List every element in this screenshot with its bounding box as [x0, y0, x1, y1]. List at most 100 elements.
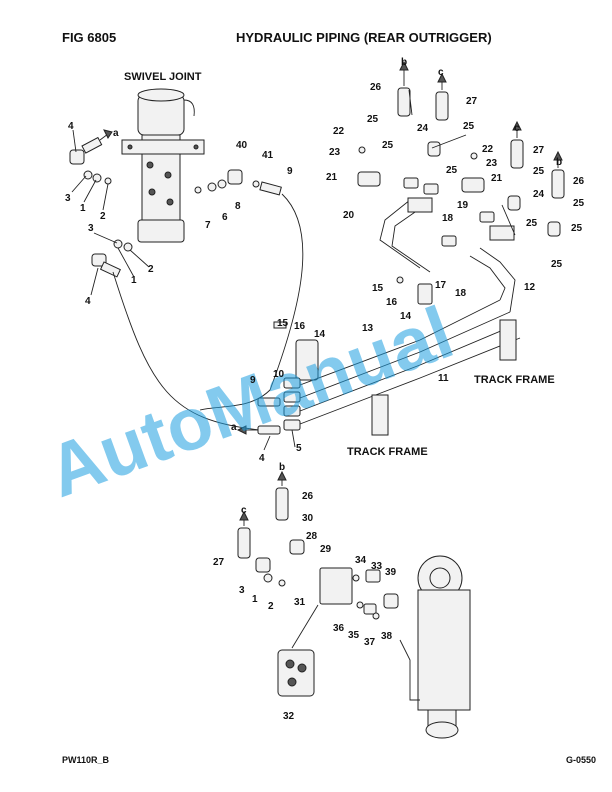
callout-9b: 9 — [250, 375, 256, 386]
callout-40: 40 — [236, 140, 248, 151]
swivel-joint — [121, 88, 205, 243]
callout-8: 8 — [235, 201, 241, 212]
callout-b-top2: b — [556, 157, 562, 168]
callout-2c: 2 — [268, 601, 274, 612]
callout-a: a — [113, 128, 119, 139]
callout-b-top1: b — [401, 57, 407, 68]
callout-25b: 25 — [463, 121, 475, 132]
callout-23b: 23 — [486, 158, 498, 169]
callout-25d: 25 — [446, 165, 458, 176]
callout-26b: 26 — [573, 176, 585, 187]
center-manifold — [257, 321, 319, 435]
callout-25e: 25 — [533, 166, 545, 177]
callout-25a: 25 — [367, 114, 379, 125]
callout-24a: 24 — [417, 123, 429, 134]
callout-36: 36 — [333, 623, 345, 634]
watermark-text: AutoManual — [37, 290, 463, 513]
callout-2b: 2 — [148, 264, 154, 275]
callout-14a: 14 — [400, 311, 412, 322]
callout-26: 26 — [370, 82, 382, 93]
callout-16a: 16 — [386, 297, 398, 308]
callout-9: 9 — [287, 166, 293, 177]
callout-39: 39 — [385, 567, 397, 578]
callout-c-top2: c — [514, 123, 520, 134]
callout-c-bottom: c — [241, 505, 247, 516]
callout-25c: 25 — [382, 140, 394, 151]
label-track-frame-1: TRACK FRAME — [474, 374, 555, 386]
swivel-fittings — [69, 136, 282, 278]
label-swivel-joint: SWIVEL JOINT — [124, 71, 202, 83]
outrigger-cylinder — [399, 555, 471, 739]
page-title: HYDRAULIC PIPING (REAR OUTRIGGER) — [236, 30, 492, 45]
rear-pipes — [299, 199, 521, 425]
callout-12: 12 — [524, 282, 536, 293]
footer-model-code: PW110R_B — [62, 755, 110, 765]
label-track-frame-2: TRACK FRAME — [347, 446, 428, 458]
callout-19: 19 — [457, 200, 469, 211]
callout-2: 2 — [100, 211, 106, 222]
hose-left-upper — [199, 193, 304, 411]
callout-13: 13 — [362, 323, 374, 334]
callout-27c: 27 — [213, 557, 225, 568]
callout-10: 10 — [273, 369, 285, 380]
callout-27: 27 — [466, 96, 478, 107]
callout-21b: 21 — [491, 173, 503, 184]
callout-22a: 22 — [333, 126, 345, 137]
leader-lines — [71, 89, 516, 451]
callout-30: 30 — [302, 513, 314, 524]
flow-arrows — [99, 60, 563, 526]
footer-page-code: G-0550 — [566, 755, 597, 765]
callout-a-mid: a — [231, 422, 237, 433]
hose-left-lower — [112, 271, 261, 431]
callout-20: 20 — [343, 210, 355, 221]
callout-15a: 15 — [372, 283, 384, 294]
callout-41: 41 — [262, 150, 274, 161]
callout-25i: 25 — [551, 259, 563, 270]
callout-29: 29 — [320, 544, 332, 555]
callout-3c: 3 — [239, 585, 245, 596]
callout-3b: 3 — [88, 223, 94, 234]
callout-25g: 25 — [526, 218, 538, 229]
callout-4c: 4 — [259, 453, 265, 464]
callout-7: 7 — [205, 220, 211, 231]
callout-b-bottom: b — [279, 462, 285, 473]
callout-23a: 23 — [329, 147, 341, 158]
callout-33: 33 — [371, 561, 383, 572]
callout-25f: 25 — [573, 198, 585, 209]
upper-right-fittings — [357, 87, 565, 305]
callout-18a: 18 — [442, 213, 454, 224]
callout-14b: 14 — [314, 329, 326, 340]
callout-25h: 25 — [571, 223, 583, 234]
callout-17: 17 — [435, 280, 447, 291]
callout-1c: 1 — [252, 594, 258, 605]
callout-6: 6 — [222, 212, 228, 223]
callout-26c: 26 — [302, 491, 314, 502]
callout-1: 1 — [80, 203, 86, 214]
callout-4: 4 — [68, 121, 74, 132]
callout-21a: 21 — [326, 172, 338, 183]
callout-22b: 22 — [482, 144, 494, 155]
figure-number: FIG 6805 — [62, 30, 117, 45]
callout-28: 28 — [306, 531, 318, 542]
callout-1b: 1 — [131, 275, 137, 286]
callout-c-top1: c — [438, 67, 444, 78]
valve-detail-inset — [277, 604, 319, 697]
callout-15b: 15 — [277, 318, 289, 329]
callout-35: 35 — [348, 630, 360, 641]
callout-37: 37 — [364, 637, 376, 648]
callout-31: 31 — [294, 597, 306, 608]
callout-labels: 4 a 3 1 2 3 2 1 4 40 41 9 8 6 7 b c 26 2… — [65, 57, 585, 722]
callout-5: 5 — [296, 443, 302, 454]
callout-11: 11 — [438, 373, 449, 384]
callout-32: 32 — [283, 711, 295, 722]
callout-24b: 24 — [533, 189, 545, 200]
callout-16b: 16 — [294, 321, 306, 332]
callout-3: 3 — [65, 193, 71, 204]
callout-38: 38 — [381, 631, 393, 642]
callout-34: 34 — [355, 555, 367, 566]
track-frame-brackets — [371, 197, 517, 436]
callout-4b: 4 — [85, 296, 91, 307]
outrigger-valve — [237, 487, 399, 620]
callout-18b: 18 — [455, 288, 467, 299]
